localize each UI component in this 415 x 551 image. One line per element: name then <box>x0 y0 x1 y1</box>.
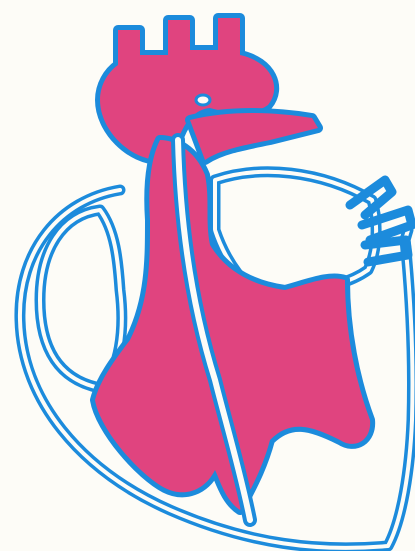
valve-notch <box>196 95 210 105</box>
pulmonary-artery <box>190 113 318 160</box>
